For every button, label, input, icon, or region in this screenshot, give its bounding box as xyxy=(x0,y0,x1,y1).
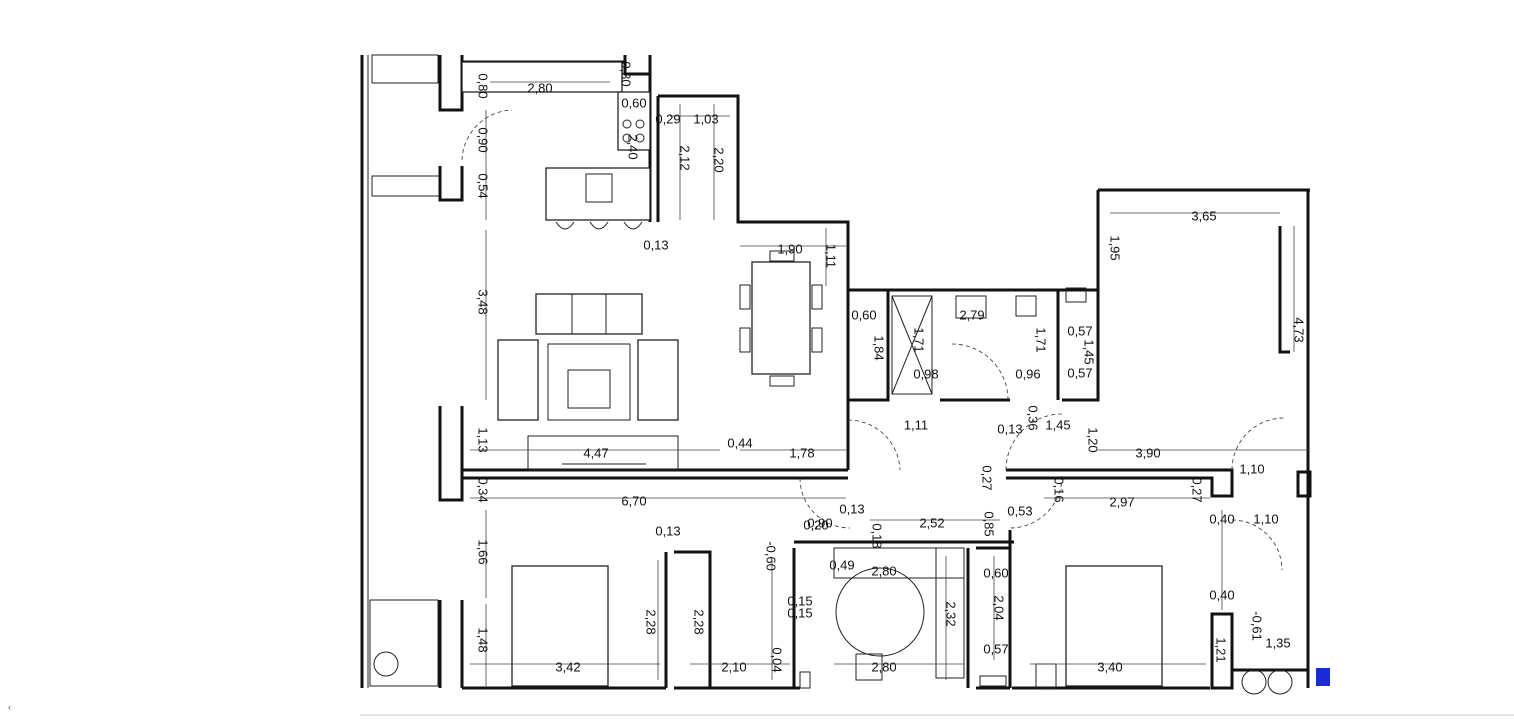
dimension-label-d166: 1,66 xyxy=(476,539,491,564)
dimension-label-d670: 6,70 xyxy=(621,493,646,508)
dimension-label-d103: 1,03 xyxy=(693,111,718,126)
dimension-label-d111a: 1,11 xyxy=(824,244,839,268)
dimension-label-d113a: 1,13 xyxy=(476,427,491,452)
dimension-label-d240: 2,40 xyxy=(626,134,641,159)
dimension-label-d121: 1,21 xyxy=(1214,637,1229,662)
dimension-label-d145a: 1,45 xyxy=(1082,339,1097,364)
dimension-label-d297: 2,97 xyxy=(1109,494,1134,509)
dimension-label-d252: 2,52 xyxy=(919,515,944,530)
dimension-label-d040a: 0,40 xyxy=(1209,511,1234,526)
dimension-label-d135: 1,35 xyxy=(1265,635,1290,650)
dimension-label-d280top: 2,80 xyxy=(527,80,552,95)
dimension-label-d096: 0,96 xyxy=(1015,366,1040,381)
dimension-label-d098: 0,98 xyxy=(913,366,938,381)
dimension-lines xyxy=(470,81,1310,686)
dimension-label-d171b: 1,71 xyxy=(1034,327,1049,352)
dimension-label-d190: 1,90 xyxy=(777,241,802,256)
dimension-label-d120: 1,20 xyxy=(1086,427,1101,452)
dimension-label-d348: 3,48 xyxy=(476,289,491,314)
dimension-label-d390: 3,90 xyxy=(1135,445,1160,460)
dimension-label-d280b: 2,80 xyxy=(871,659,896,674)
dimension-label-d085: 0,85 xyxy=(982,511,997,536)
dimension-label-d053: 0,53 xyxy=(1007,503,1032,518)
dimension-label-d110b: 1,10 xyxy=(1253,511,1278,526)
dimension-label-d060b: 0,60 xyxy=(851,307,876,322)
dimension-label-d145b: 1,45 xyxy=(1045,417,1070,432)
dimension-label-d034: 0,34 xyxy=(476,477,491,502)
dimension-label-d015a: 0,15 xyxy=(787,593,812,608)
dimension-label-d148: 1,48 xyxy=(476,627,491,652)
dimension-label-d447: 4,47 xyxy=(583,445,608,460)
dimension-label-d212: 2,12 xyxy=(678,145,693,170)
accent-mark xyxy=(1316,668,1330,686)
dimension-label-d210: 2,10 xyxy=(721,659,746,674)
dimension-label-d090b: 0,90 xyxy=(807,515,832,530)
dimension-label-d220: 2,20 xyxy=(712,147,727,172)
dimension-label-d057b: 0,57 xyxy=(1067,365,1092,380)
dimension-label-d020: 0,20 xyxy=(803,517,828,532)
dimension-label-d044: 0,44 xyxy=(727,435,752,450)
dimension-label-d280m: 2,80 xyxy=(871,563,896,578)
dimension-label-d013b: 0,13 xyxy=(997,421,1022,436)
dimension-label-d365: 3,65 xyxy=(1191,208,1216,223)
dimension-label-d111b: 1,11 xyxy=(904,417,928,432)
dimension-label-d030: 0,30 xyxy=(619,61,634,86)
dimension-label-d184: 1,84 xyxy=(872,335,887,360)
dimension-label-d171a: 1,71 xyxy=(912,327,927,352)
dimension-label-d057c: 0,57 xyxy=(983,641,1008,656)
dimension-label-d027b: 0,27 xyxy=(1190,477,1205,502)
dimension-label-d060k: 0,60 xyxy=(621,95,646,110)
dimension-label-d013a: 0,13 xyxy=(643,237,668,252)
dimension-label-d228a: 2,28 xyxy=(644,609,659,634)
dimension-label-d015b: 0,15 xyxy=(787,605,812,620)
dimension-label-d027a: 0,27 xyxy=(980,465,995,490)
dimension-label-d036: 0,36 xyxy=(1026,405,1041,430)
dimension-label-d090: 0,90 xyxy=(476,127,491,152)
dimension-label-d342: 3,42 xyxy=(555,659,580,674)
dimension-label-d110a: 1,10 xyxy=(1239,461,1264,476)
dimension-label-d018: 0,18 xyxy=(870,523,885,548)
dimension-label-d060c: -0,60 xyxy=(764,541,779,571)
dimension-label-d228b: 2,28 xyxy=(692,609,707,634)
dimension-label-d204: 2,04 xyxy=(992,595,1007,620)
dimension-label-d004: 0,04 xyxy=(770,647,785,672)
dimension-label-d013c: 0,13 xyxy=(655,523,680,538)
dimension-label-d040b: 0,40 xyxy=(1209,587,1234,602)
corner-mark: ‹ xyxy=(8,702,11,712)
door-swings xyxy=(461,109,1285,571)
dimension-label-d340: 3,40 xyxy=(1097,659,1122,674)
furniture xyxy=(369,61,1293,695)
dimension-label-d473: 4,73 xyxy=(1292,317,1307,342)
dimension-label-d178: 1,78 xyxy=(789,445,814,460)
dimension-label-d054: 0,54 xyxy=(476,173,491,198)
dimension-label-d029: 0,29 xyxy=(655,111,680,126)
dimension-label-d013d: 0,13 xyxy=(839,501,864,516)
dimension-label-d232: 2,32 xyxy=(944,601,959,626)
dimension-label-d057a: 0,57 xyxy=(1067,323,1092,338)
dimension-label-d195: 1,95 xyxy=(1108,235,1123,260)
dimension-label-d061: -0,61 xyxy=(1250,611,1265,641)
dimension-label-d049: 0,49 xyxy=(829,557,854,572)
dimension-label-d080: 0,80 xyxy=(476,73,491,98)
dimension-label-d060d: 0,60 xyxy=(983,565,1008,580)
dimension-labels: 2,80 0,80 0,30 0,60 0,29 1,03 2,40 2,12 2,20 0,90… xyxy=(476,61,1307,674)
dimension-label-d279: 2,79 xyxy=(959,307,984,322)
dimension-label-d016: 0,16 xyxy=(1052,477,1067,502)
